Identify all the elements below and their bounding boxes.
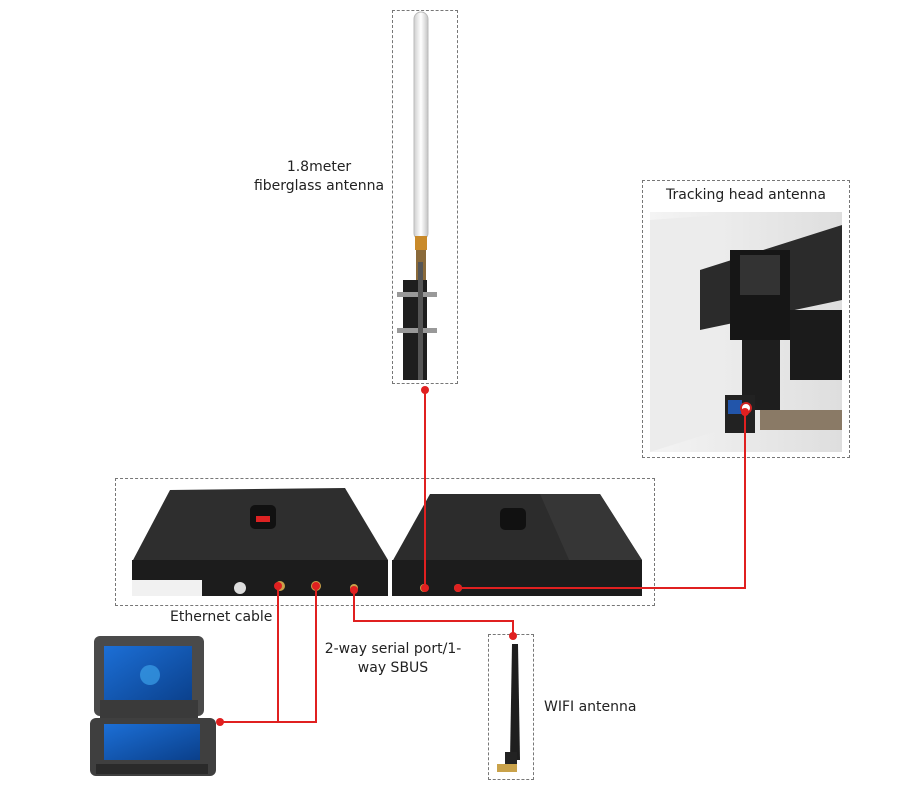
wifi-antenna-image [497,644,520,772]
rugged-laptop-image [90,636,216,776]
connection-points [216,386,749,726]
wifi-antenna-label: WIFI antenna [544,699,637,715]
ethernet-cable-label: Ethernet cable [170,609,273,625]
tracking-to-unit-line [458,412,746,589]
connection-lines [218,390,746,723]
fiberglass-antenna-label: 1.8meter fiberglass antenna [253,159,385,194]
fiberglass-antenna-image [397,11,437,380]
right-transceiver-unit [392,494,642,596]
fiberglass-antenna-frame [392,10,458,384]
transceiver-units-frame [115,478,655,606]
ethernet-to-laptop-line-1 [218,586,279,723]
left-transceiver-unit [132,488,388,596]
ethernet-to-laptop-line-2 [278,586,317,723]
serial-port-label: 2-way serial port/1- way SBUS [324,641,462,676]
tracking-head-antenna-label: Tracking head antenna [665,187,826,203]
serial-to-wifi-line [353,590,514,636]
